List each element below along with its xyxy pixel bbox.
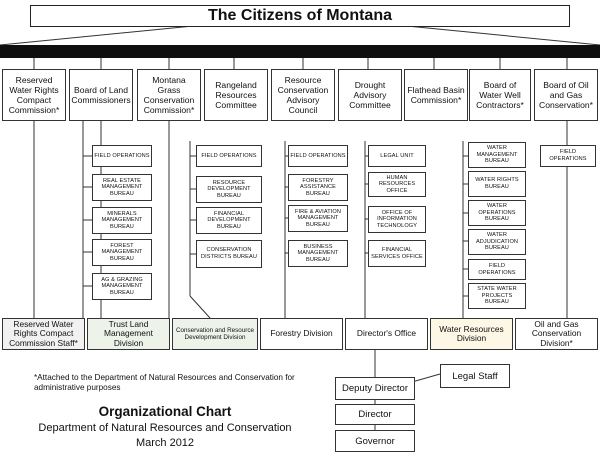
caption-department: Department of Natural Resources and Cons…	[38, 422, 292, 434]
bureau-box: Water Rights Bureau	[468, 171, 526, 197]
bureau-box: Resource Development Bureau	[196, 176, 262, 203]
division-directors-office: Director's Office	[345, 318, 428, 350]
page-title-text: The Citizens of Montana	[208, 7, 392, 24]
bureau-box: Human Resources Office	[368, 172, 426, 197]
commission-montana-grass: Montana Grass Conservation Commission*	[137, 69, 201, 121]
bureau-box: Business Management Bureau	[288, 240, 348, 267]
bureau-box: Field Operations	[196, 145, 262, 167]
commission-board-of-land: Board of Land Commissioners	[69, 69, 133, 121]
page-title: The Citizens of Montana	[30, 5, 570, 27]
commission-reserved-water-rights: Reserved Water Rights Compact Commission…	[2, 69, 66, 121]
commission-flathead-basin: Flathead Basin Commission*	[404, 69, 468, 121]
division-forestry: Forestry Division	[260, 318, 343, 350]
commission-oil-and-gas: Board of Oil and Gas Conservation*	[534, 69, 598, 121]
division-trust-land: Trust Land Management Division	[87, 318, 170, 350]
division-water-resources: Water Resources Division	[430, 318, 513, 350]
bureau-box: Office of Information Technology	[368, 206, 426, 233]
bureau-box: Ag & Grazing Management Bureau	[92, 273, 152, 300]
division-conservation-resource: Conservation and Resource Development Di…	[172, 318, 258, 350]
bureau-box: Field Operations	[540, 145, 596, 167]
commission-drop-lines	[33, 58, 568, 69]
commission-resource-conservation: Resource Conservation Advisory Council	[271, 69, 335, 121]
bureau-box: Legal Unit	[368, 145, 426, 167]
division-reserved-water-staff: Reserved Water Rights Compact Commission…	[2, 318, 85, 350]
director-box: Director	[335, 404, 415, 425]
title-fan-connector	[0, 25, 600, 46]
top-bar	[0, 45, 600, 58]
bureau-box: Field Operations	[468, 259, 526, 280]
bureau-box: Minerals Management Bureau	[92, 207, 152, 234]
commission-rangeland-resources: Rangeland Resources Committee	[204, 69, 268, 121]
legal-staff-box: Legal Staff	[440, 364, 510, 388]
deputy-director-box: Deputy Director	[335, 377, 415, 400]
bureau-box: Forestry Assistance Bureau	[288, 174, 348, 201]
bureau-box: Financial Development Bureau	[196, 207, 262, 234]
footnote: *Attached to the Department of Natural R…	[34, 373, 295, 392]
bureau-box: Water Management Bureau	[468, 142, 526, 168]
bureau-box: Financial Services Office	[368, 240, 426, 267]
division-oil-and-gas: Oil and Gas Conservation Division*	[515, 318, 598, 350]
bureau-box: Forest Management Bureau	[92, 239, 152, 266]
caption-title: Organizational Chart	[98, 404, 232, 419]
caption-date: March 2012	[135, 437, 195, 449]
bureau-box: Conservation Districts Bureau	[196, 240, 262, 268]
bureau-box: Water Operations Bureau	[468, 200, 526, 226]
commission-water-well-contractors: Board of Water Well Contractors*	[469, 69, 531, 121]
bureau-box: Field Operations	[92, 145, 152, 167]
governor-box: Governor	[335, 430, 415, 452]
chain-connector	[374, 350, 441, 430]
bureau-box: Real Estate Management Bureau	[92, 174, 152, 201]
bureau-box: Water Adjudication Bureau	[468, 229, 526, 255]
commission-drought-advisory: Drought Advisory Committee	[338, 69, 402, 121]
bureau-box: Field Operations	[288, 145, 348, 167]
bureau-box: Fire & Aviation Management Bureau	[288, 205, 348, 232]
bureau-box: State Water Projects Bureau	[468, 283, 526, 309]
